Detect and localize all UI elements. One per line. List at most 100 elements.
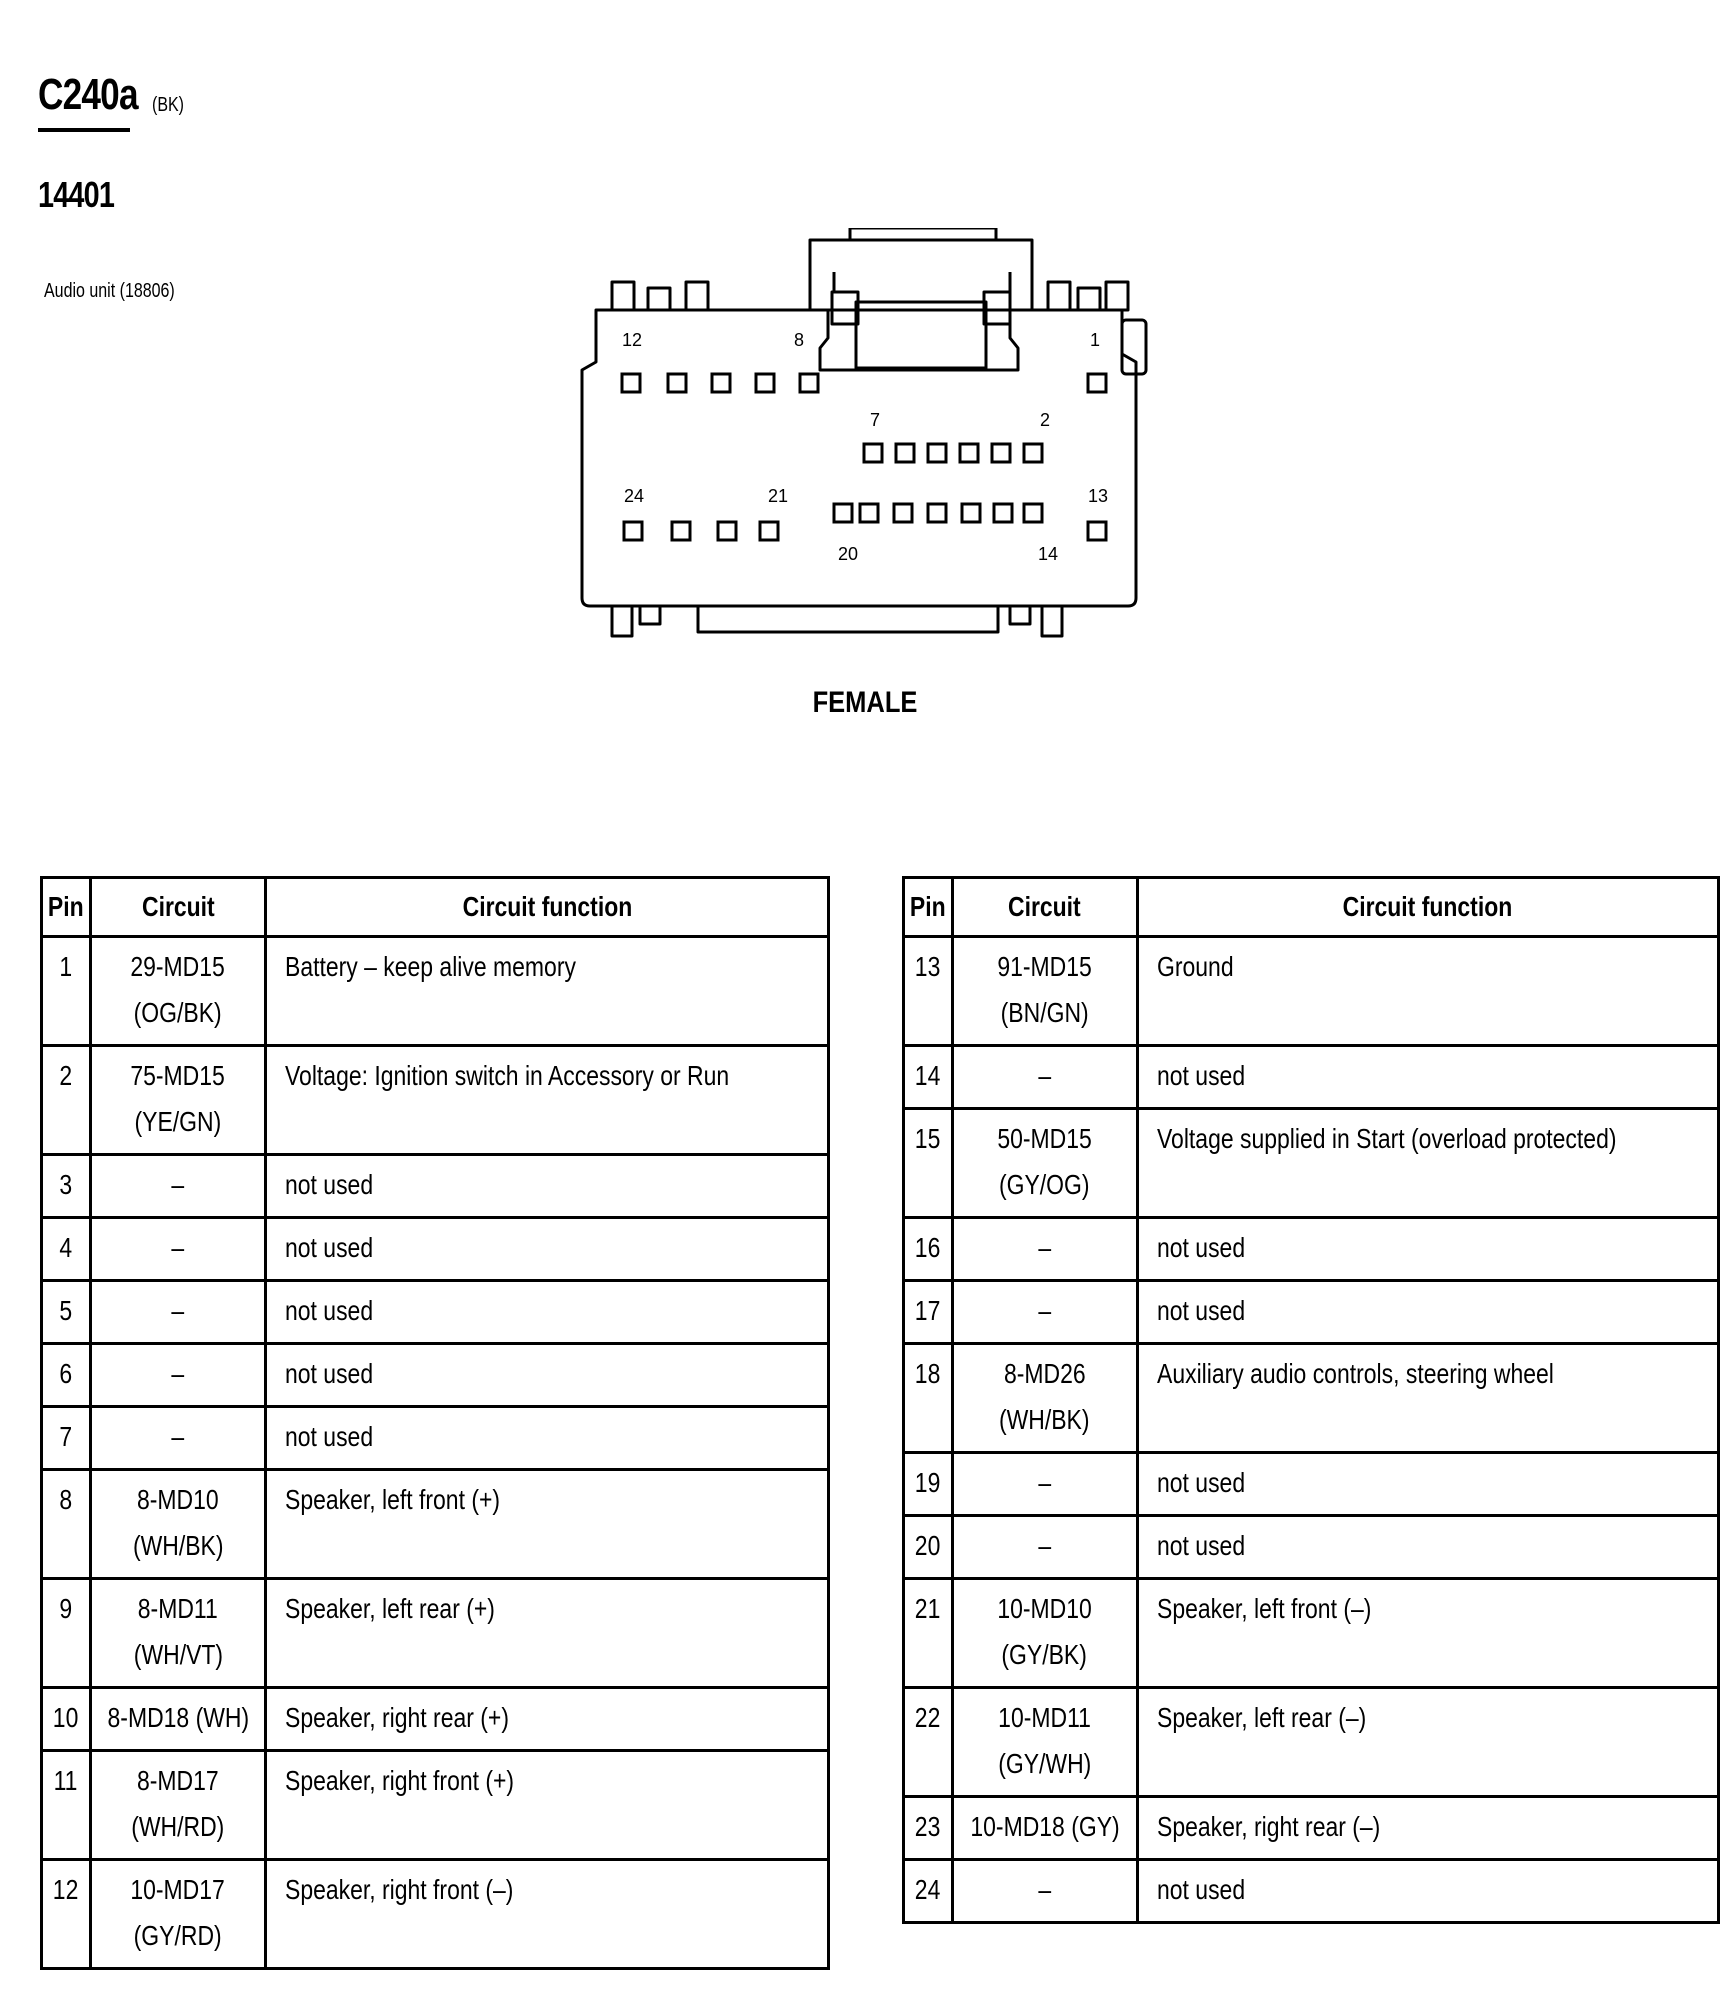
circuit-function-cell: not used bbox=[264, 1279, 830, 1345]
component-name: Audio unit (18806) bbox=[44, 280, 175, 302]
circuit-function-cell: Speaker, right front (–) bbox=[264, 1858, 830, 1970]
pin-label: 12 bbox=[622, 330, 642, 350]
pin-cavity bbox=[620, 372, 642, 394]
table-row: 7–not used bbox=[40, 1405, 830, 1471]
pin-number-cell: 9 bbox=[40, 1577, 92, 1689]
pin-cavity bbox=[862, 442, 884, 464]
circuit-line: 8-MD17 bbox=[137, 1765, 219, 1796]
circuit-line: 8-MD18 (WH) bbox=[107, 1702, 249, 1733]
header-pin: Pin bbox=[902, 876, 954, 938]
circuit-cell: 29-MD15 (OG/BK) bbox=[88, 935, 268, 1047]
pin-cavity bbox=[670, 520, 692, 542]
circuit-cell: 8-MD18 (WH) bbox=[88, 1686, 268, 1752]
circuit-cell: 10-MD18 (GY) bbox=[950, 1795, 1139, 1861]
pin-number-cell: 20 bbox=[902, 1514, 954, 1580]
circuit-cell: – bbox=[950, 1451, 1139, 1517]
table-row: 14–not used bbox=[902, 1044, 1720, 1110]
circuit-line: – bbox=[1038, 1295, 1051, 1326]
circuit-line: – bbox=[1038, 1467, 1051, 1498]
table-header-row: Pin Circuit Circuit function bbox=[902, 876, 1720, 938]
circuit-line: (OG/BK) bbox=[134, 997, 223, 1028]
circuit-cell: – bbox=[88, 1342, 268, 1408]
circuit-line: (GY/OG) bbox=[999, 1169, 1090, 1200]
header-circuit: Circuit bbox=[88, 876, 268, 938]
circuit-line: – bbox=[1038, 1232, 1051, 1263]
table-row: 3–not used bbox=[40, 1153, 830, 1219]
table-row: 6–not used bbox=[40, 1342, 830, 1408]
pin-cavity bbox=[716, 520, 738, 542]
circuit-line: – bbox=[1038, 1530, 1051, 1561]
circuit-line: – bbox=[171, 1421, 185, 1452]
circuit-cell: – bbox=[88, 1405, 268, 1471]
pin-cavity bbox=[798, 372, 820, 394]
pin-cavity bbox=[710, 372, 732, 394]
connector-view-label: FEMALE bbox=[812, 686, 918, 719]
pin-number-cell: 15 bbox=[902, 1107, 954, 1219]
circuit-function-cell: Speaker, right front (+) bbox=[264, 1749, 830, 1861]
circuit-cell: – bbox=[88, 1153, 268, 1219]
table-row: 17–not used bbox=[902, 1279, 1720, 1345]
circuit-line: 50-MD15 bbox=[997, 1123, 1092, 1154]
circuit-cell: 8-MD10(WH/BK) bbox=[88, 1468, 268, 1580]
table-row: 15 50-MD15 (GY/OG) Voltage supplied in Star… bbox=[902, 1107, 1720, 1219]
header-circuit-function: Circuit function bbox=[264, 876, 830, 938]
circuit-line: 8-MD10 bbox=[137, 1484, 219, 1515]
pin-cavity bbox=[926, 442, 948, 464]
circuit-cell: – bbox=[950, 1279, 1139, 1345]
pin-cavity bbox=[960, 502, 982, 524]
circuit-cell: 8-MD26(WH/BK) bbox=[950, 1342, 1139, 1454]
pin-cavity bbox=[990, 442, 1012, 464]
pin-number-cell: 12 bbox=[40, 1858, 92, 1970]
pin-label: 7 bbox=[870, 410, 880, 430]
circuit-line: 8-MD26 bbox=[1003, 1358, 1086, 1389]
circuit-line: – bbox=[1038, 1874, 1051, 1905]
pin-number-cell: 14 bbox=[902, 1044, 954, 1110]
pin-label: 2 bbox=[1040, 410, 1050, 430]
pin-cavity bbox=[958, 442, 980, 464]
circuit-cell: 10-MD17(GY/RD) bbox=[88, 1858, 268, 1970]
table-row: 4–not used bbox=[40, 1216, 830, 1282]
table-row: 1 29-MD15 (OG/BK) Battery – keep alive memo… bbox=[40, 935, 830, 1047]
pin-cavity bbox=[858, 502, 880, 524]
pin-number-cell: 2 bbox=[40, 1044, 92, 1156]
circuit-function-cell: not used bbox=[1135, 1216, 1720, 1282]
pin-table-left: Pin Circuit Circuit function 1 29-MD15 (OG… bbox=[40, 876, 830, 1970]
part-number: 14401 bbox=[38, 174, 115, 215]
pin-number-cell: 10 bbox=[40, 1686, 92, 1752]
circuit-line: (GY/BK) bbox=[1001, 1639, 1088, 1670]
circuit-line: (WH/RD) bbox=[131, 1811, 225, 1842]
circuit-line: 10-MD10 bbox=[997, 1593, 1092, 1624]
circuit-cell: – bbox=[88, 1279, 268, 1345]
circuit-function-cell: Speaker, left front (–) bbox=[1135, 1577, 1720, 1689]
table-row: 16 – not used bbox=[902, 1216, 1720, 1282]
pin-cavity bbox=[894, 442, 916, 464]
circuit-function-cell: Voltage supplied in Start (overload prot… bbox=[1135, 1107, 1720, 1219]
circuit-cell: 8-MD17 (WH/RD) bbox=[88, 1749, 268, 1861]
circuit-line: – bbox=[171, 1295, 185, 1326]
pin-number-cell: 1 bbox=[40, 935, 92, 1047]
table-header-row: Pin Circuit Circuit function bbox=[40, 876, 830, 938]
pin-number-cell: 16 bbox=[902, 1216, 954, 1282]
pin-label: 8 bbox=[794, 330, 804, 350]
circuit-function-cell: Speaker, right rear (–) bbox=[1135, 1795, 1720, 1861]
circuit-function-cell: not used bbox=[1135, 1044, 1720, 1110]
circuit-function-cell: Battery – keep alive memory bbox=[264, 935, 830, 1047]
connector-face-diagram: 12 8 1 7 2 24 21 13 20 14 bbox=[580, 228, 1148, 638]
pin-number-cell: 11 bbox=[40, 1749, 92, 1861]
circuit-function-cell: Auxiliary audio controls, steering wheel bbox=[1135, 1342, 1720, 1454]
circuit-line: 29-MD15 bbox=[130, 951, 226, 982]
table-row: 5–not used bbox=[40, 1279, 830, 1345]
pin-cavity bbox=[622, 520, 644, 542]
circuit-cell: 10-MD11(GY/WH) bbox=[950, 1686, 1139, 1798]
latch-outer bbox=[808, 238, 1034, 310]
circuit-cell: 50-MD15 (GY/OG) bbox=[950, 1107, 1139, 1219]
header-pin: Pin bbox=[40, 876, 92, 938]
circuit-cell: – bbox=[950, 1216, 1139, 1282]
header-circuit: Circuit bbox=[950, 876, 1139, 938]
circuit-line: 75-MD15 bbox=[130, 1060, 226, 1091]
